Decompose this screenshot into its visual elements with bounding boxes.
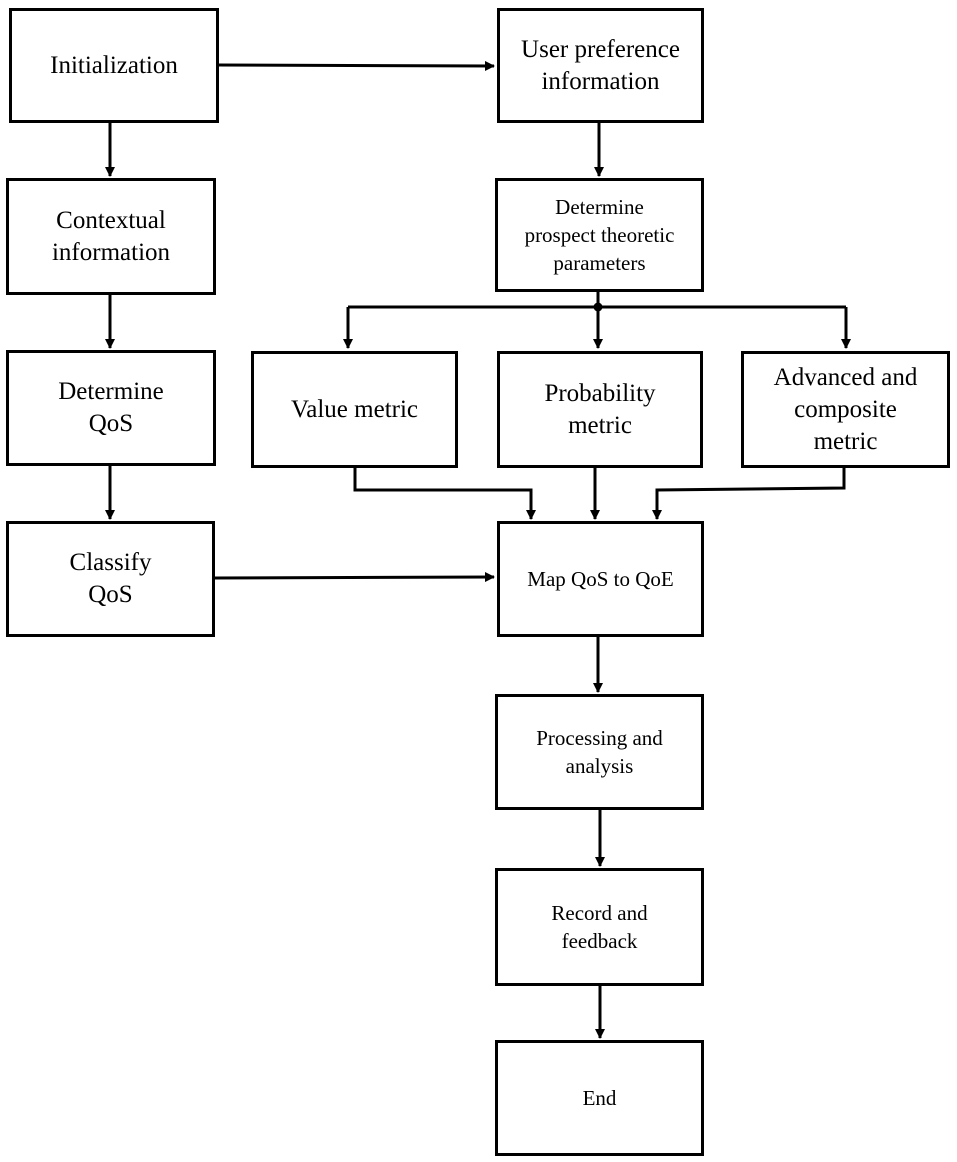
edge-advanced-metric-to-map-qos xyxy=(652,467,846,520)
node-determine-prospect-theoretic-parameters: Determine prospect theoretic parameters xyxy=(495,178,704,292)
node-initialization: Initialization xyxy=(9,8,219,123)
node-user-preference-information: User preference information xyxy=(497,8,704,123)
node-contextual-information: Contextual information xyxy=(6,178,216,295)
node-probability-metric: Probability metric xyxy=(497,351,703,468)
edge-initialization-to-user-preference xyxy=(217,60,495,71)
node-processing-and-analysis: Processing and analysis xyxy=(495,694,704,810)
node-end: End xyxy=(495,1040,704,1156)
branch-junction-dot xyxy=(593,302,603,312)
edge-classify-qos-to-map-qos xyxy=(213,572,495,583)
node-determine-qos: Determine QoS xyxy=(6,350,216,466)
edge-value-metric-to-map-qos xyxy=(353,467,536,520)
node-value-metric: Value metric xyxy=(251,351,458,468)
node-record-and-feedback: Record and feedback xyxy=(495,868,704,986)
node-advanced-composite-metric: Advanced and composite metric xyxy=(741,351,950,468)
node-classify-qos: Classify QoS xyxy=(6,521,215,637)
node-map-qos-to-qoe: Map QoS to QoE xyxy=(497,521,704,637)
